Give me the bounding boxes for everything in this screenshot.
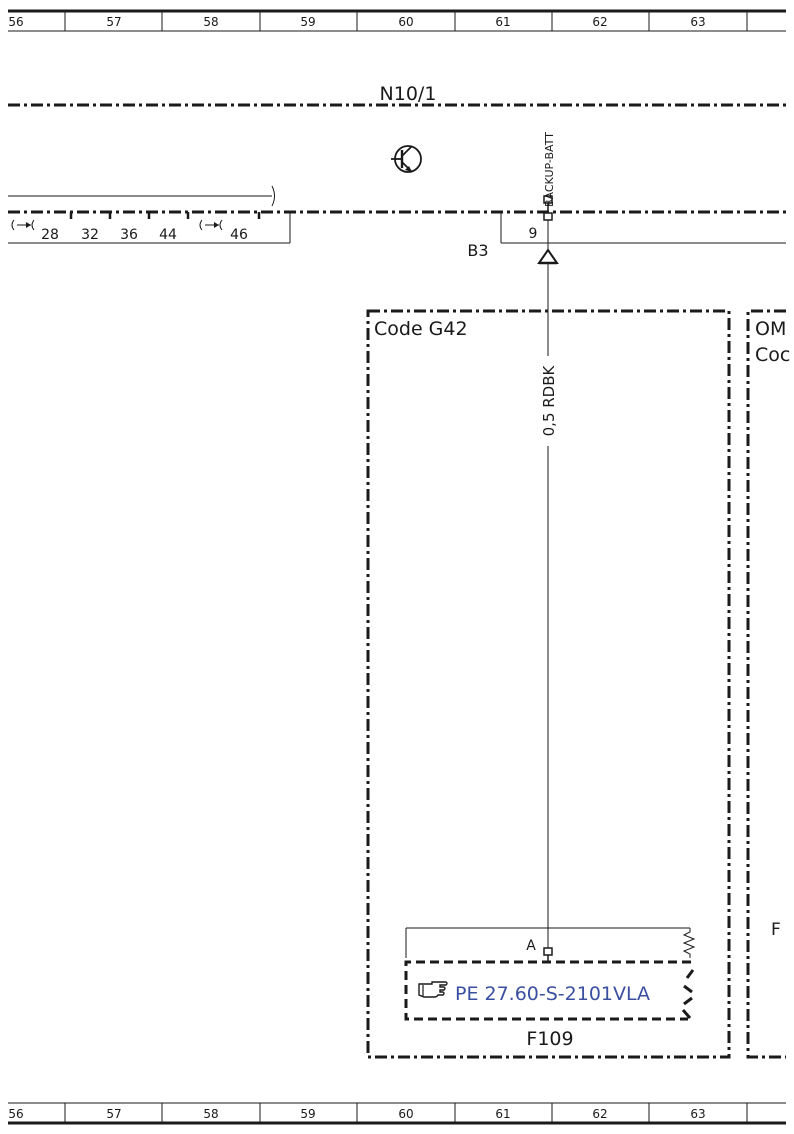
ruler-col-56: 56 [8,15,23,29]
bus-end-bracket [271,185,275,207]
code-g42-label: Code G42 [374,318,468,340]
ruler-col-62: 62 [592,15,607,29]
fuse-body-zigzag [681,969,695,1019]
ruler-col-61: 61 [495,1107,510,1121]
partial-right-label: F [771,920,781,940]
wave-arrow-icon [199,219,223,231]
fuse-pin-terminal [543,947,553,956]
ruler-col-57: 57 [106,15,121,29]
top-ruler: 56 57 58 59 60 61 62 63 [8,9,786,32]
partial-box-label-2: Coc [755,344,790,366]
ruler-col-62: 62 [592,1107,607,1121]
ruler-col-58: 58 [203,15,218,29]
code-box-partial: OM Coc F [746,309,790,1059]
pin-label-36: 36 [120,227,138,243]
connector-arrow-icon [537,248,559,264]
code-g42-box: Code G42 [366,309,731,1059]
ruler-col-60: 60 [398,1107,413,1121]
ruler-col-61: 61 [495,15,510,29]
fuse-name: F109 [526,1028,573,1050]
connector-pin-number: 9 [529,226,538,242]
wire-label: 0,5 RDBK [540,364,558,436]
pin-label-32: 32 [81,227,99,243]
backup-batt-terminal: BACKUP-BATT [543,132,556,221]
wave-arrow-icon [11,219,35,231]
transistor-icon [391,145,422,173]
pointing-hand-icon [418,981,448,998]
pin-label-28: 28 [41,227,59,243]
ruler-col-63: 63 [690,1107,705,1121]
component-f109: A PE 27.60-S-2101VLA F109 [404,927,696,1050]
module-n10-1: N10/1 [8,83,786,260]
code-g42-border [366,309,731,1059]
ruler-col-57: 57 [106,1107,121,1121]
resistor-icon [682,928,696,958]
wire-rdbk: 0,5 RDBK [537,220,559,948]
pin-label-46: 46 [230,227,248,243]
reference-text[interactable]: PE 27.60-S-2101VLA [455,983,650,1005]
ruler-col-63: 63 [690,15,705,29]
connector-label: B3 [467,241,488,260]
partial-box-border [746,309,786,1059]
ruler-col-56: 56 [8,1107,23,1121]
bottom-ruler: 56 57 58 59 60 61 62 63 [8,1102,786,1125]
ruler-col-58: 58 [203,1107,218,1121]
left-connector-group: 28 32 36 44 46 [8,212,291,244]
ruler-col-60: 60 [398,15,413,29]
pin-label-44: 44 [159,227,177,243]
signal-label: BACKUP-BATT [543,132,556,207]
partial-box-label-1: OM [755,318,786,340]
reference-link[interactable]: PE 27.60-S-2101VLA [418,981,650,1005]
ruler-col-59: 59 [300,1107,315,1121]
fuse-pin-label: A [526,938,536,954]
connector-b3-group: 9 B3 [467,212,786,260]
module-name: N10/1 [380,83,437,105]
fuse-body-border [404,960,691,1021]
ruler-col-59: 59 [300,15,315,29]
